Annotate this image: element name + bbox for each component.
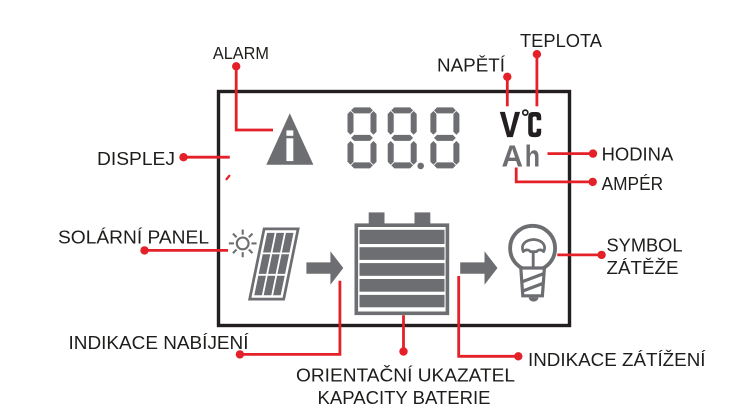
svg-text:INDIKACE NABÍJENÍ: INDIKACE NABÍJENÍ xyxy=(69,332,250,353)
svg-text:NAPĚTÍ: NAPĚTÍ xyxy=(437,54,506,75)
svg-text:DISPLEJ: DISPLEJ xyxy=(97,148,175,169)
svg-text:AMPÉR: AMPÉR xyxy=(602,173,664,194)
svg-text:ORIENTAČNÍ UKAZATEL: ORIENTAČNÍ UKAZATEL xyxy=(296,364,515,385)
svg-text:ALARM: ALARM xyxy=(213,43,269,63)
svg-text:SYMBOL: SYMBOL xyxy=(607,235,683,256)
svg-text:KAPACITY BATERIE: KAPACITY BATERIE xyxy=(318,387,491,408)
svg-text:h: h xyxy=(525,139,540,173)
svg-text:A: A xyxy=(502,139,524,173)
svg-text:SOLÁRNÍ PANEL: SOLÁRNÍ PANEL xyxy=(58,226,209,247)
svg-text:ZÁTĚŽE: ZÁTĚŽE xyxy=(607,257,679,278)
svg-text:HODINA: HODINA xyxy=(602,143,674,164)
svg-text:TEPLOTA: TEPLOTA xyxy=(520,30,603,51)
svg-text:INDIKACE ZÁTÍŽENÍ: INDIKACE ZÁTÍŽENÍ xyxy=(528,349,706,370)
